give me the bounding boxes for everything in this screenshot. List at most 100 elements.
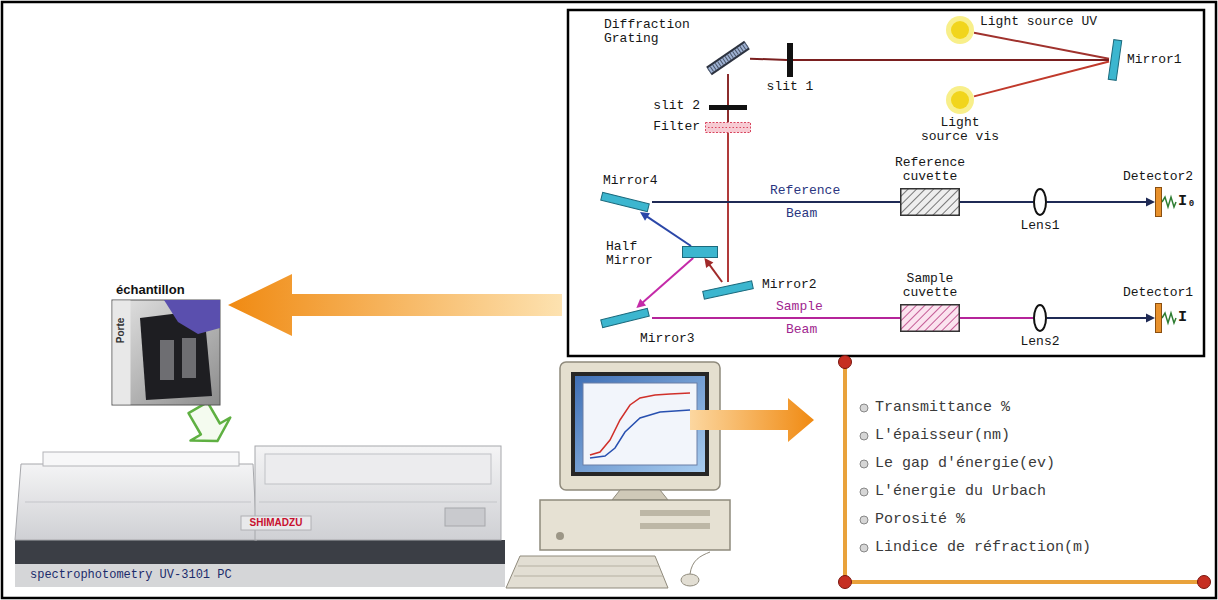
- light-ray: [704, 258, 722, 282]
- beam-label: Beam: [786, 207, 817, 221]
- detector-wire: [1162, 197, 1176, 207]
- optical-component: Filter: [705, 122, 751, 133]
- result-item: Porosité %: [875, 512, 965, 528]
- cell-holder: [160, 340, 174, 380]
- result-item: Lindice de réfraction(m): [875, 540, 1091, 556]
- light-ray: [974, 33, 1109, 59]
- list-bullet: [860, 432, 868, 440]
- light-ray: [728, 74, 729, 105]
- mirror-plate: [601, 192, 650, 211]
- result-item: Transmittance %: [875, 400, 1010, 416]
- detector-plate: [1156, 304, 1162, 333]
- mouse-cable: [690, 552, 710, 574]
- component-label: Half Mirror: [606, 240, 656, 268]
- ray-line: [974, 62, 1109, 97]
- light-ray: [960, 318, 1033, 319]
- light-ray: [974, 62, 1109, 97]
- component-label: Lens2: [1021, 335, 1060, 349]
- photo-ground: [112, 300, 220, 405]
- mirror-symbol: [598, 308, 652, 328]
- cell-holder: [182, 338, 196, 378]
- panel-seam: [25, 502, 251, 503]
- power-button: [556, 532, 564, 540]
- lamp-core: [951, 91, 969, 109]
- detector-plate: [1156, 188, 1162, 217]
- slit-bar: [787, 43, 793, 77]
- ray-line: [793, 59, 1109, 61]
- beam-label: Sample: [776, 300, 823, 314]
- ray-line: [709, 264, 722, 282]
- control-panel: [445, 508, 485, 526]
- component-label: Mirror1: [1127, 53, 1182, 67]
- output-arrow: [690, 398, 814, 442]
- component-label: Mirror3: [640, 332, 695, 346]
- sample-photo: [112, 300, 220, 405]
- component-label: slit 2: [653, 99, 700, 113]
- logo-plate: [241, 516, 311, 530]
- light-ray: [793, 60, 1109, 61]
- key-row: [514, 576, 663, 577]
- axis-dot: [1198, 576, 1211, 589]
- ray-line: [960, 317, 1033, 319]
- light-ray: [750, 59, 787, 60]
- optical-component: Detector1: [1155, 303, 1162, 333]
- component-label: Light source vis: [918, 116, 1002, 144]
- ray-line: [1047, 201, 1147, 203]
- lamp-glow: [946, 16, 974, 44]
- component-label: Detector2: [1123, 170, 1193, 184]
- list-bullet: [860, 516, 868, 524]
- component-label: échantillon: [116, 283, 185, 297]
- axis-dot: [839, 356, 852, 369]
- optical-component: Sample cuvette: [900, 304, 960, 332]
- component-label: Mirror2: [762, 278, 817, 292]
- monitor-bezel: [571, 372, 709, 476]
- component-label: Detector1: [1123, 286, 1193, 300]
- light-ray: [728, 133, 729, 282]
- mirror-symbol: [1109, 38, 1121, 82]
- spectrum-curve: [590, 410, 690, 458]
- ray-line: [974, 33, 1109, 59]
- arrow-head: [1146, 198, 1155, 207]
- ray-line: [727, 110, 729, 122]
- optical-component: Reference cuvette: [900, 188, 960, 216]
- filter-plate: [706, 123, 751, 133]
- instrument-body: [15, 464, 257, 540]
- signal-name: I: [1178, 310, 1187, 326]
- optical-component: Lens1: [1033, 188, 1047, 216]
- lens-body: [1034, 305, 1046, 331]
- grating-rulings: [709, 45, 747, 71]
- optical-component: Light source vis: [946, 86, 974, 114]
- optical-component: Mirror4: [598, 192, 652, 212]
- lens-symbol: [1033, 188, 1047, 216]
- zoom-arrow: [228, 274, 562, 336]
- lamp-core: [951, 21, 969, 39]
- ray-line: [652, 317, 900, 319]
- light-ray: [960, 202, 1033, 203]
- lamp-symbol: [946, 86, 974, 114]
- list-bullet: [860, 544, 868, 552]
- component-label: Mirror4: [603, 174, 658, 188]
- detector-wire: [1162, 313, 1176, 323]
- lens-body: [1034, 189, 1046, 215]
- slit-bar: [709, 105, 747, 110]
- ray-line: [750, 59, 787, 60]
- component-note: Porte: [116, 317, 127, 343]
- flow-arrow: [189, 402, 231, 441]
- component-label: Light source UV: [980, 15, 1097, 29]
- optical-component: Mirror2: [700, 282, 756, 298]
- mirror-plate: [703, 281, 754, 299]
- component-label: slit 1: [767, 80, 814, 94]
- list-bullet: [860, 460, 868, 468]
- arrow-head: [1146, 314, 1155, 323]
- slit-symbol: [787, 43, 793, 77]
- filter-symbol: [705, 122, 751, 133]
- beam-label: Reference: [770, 184, 840, 198]
- spectrum-curve: [590, 393, 690, 455]
- signal-name: I₀: [1178, 194, 1196, 210]
- sample-photo-panel: échantillonPorte: [112, 300, 220, 405]
- mirror-plate: [1108, 40, 1121, 81]
- keyboard: [506, 556, 668, 588]
- component-label: Diffraction Grating: [604, 18, 698, 46]
